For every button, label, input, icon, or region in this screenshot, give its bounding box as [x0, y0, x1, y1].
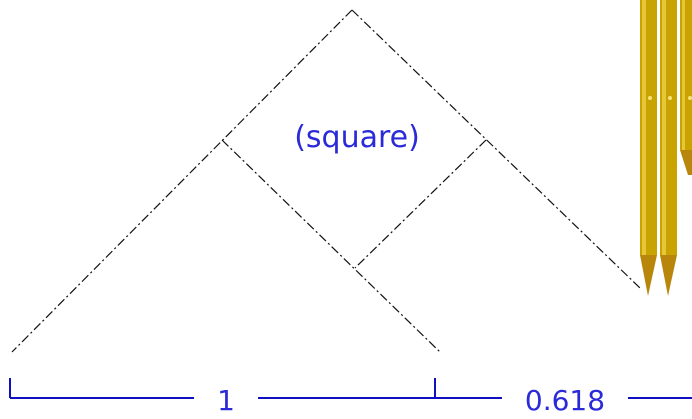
dimension-line	[9, 378, 692, 399]
inner-line-left-diagonal	[221, 139, 441, 353]
pencil-highlight-1	[642, 0, 646, 255]
pencil-dot-2	[668, 96, 672, 100]
square-label: (square)	[294, 120, 420, 155]
pencil-tip-2	[660, 255, 677, 296]
pencil-highlight-3	[682, 0, 685, 150]
inner-square	[221, 139, 487, 353]
dimension-label-1: 1	[217, 384, 235, 417]
pencil-tip-1	[640, 255, 657, 296]
pencil-dot-3	[688, 96, 692, 100]
outer-triangle	[11, 9, 641, 353]
pencil-highlight-2	[662, 0, 666, 255]
inner-line-right-diagonal	[354, 139, 487, 269]
outer-triangle-right-side	[351, 9, 641, 289]
pencil-body-3	[680, 0, 692, 150]
pencil-icon	[640, 0, 692, 296]
pencil-tip-3	[680, 150, 692, 175]
outer-triangle-left-side	[11, 9, 353, 353]
pencil-dot-1	[648, 96, 652, 100]
dimension-label-0618: 0.618	[525, 384, 605, 417]
